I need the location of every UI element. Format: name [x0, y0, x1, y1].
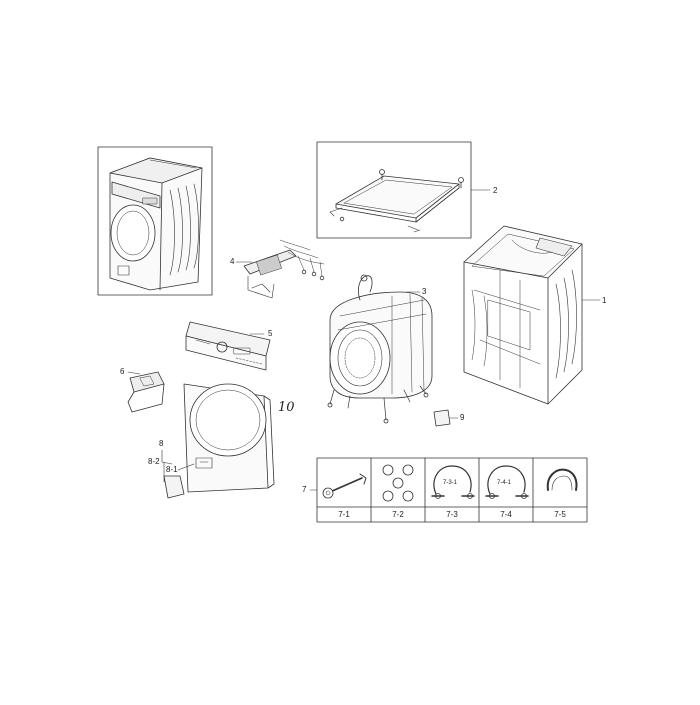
accessory-cell-7-2: 7-2	[392, 510, 404, 519]
callout-8: 8	[159, 439, 164, 448]
inlet-hose-icon-2	[485, 465, 529, 499]
callout-9: 9	[460, 413, 465, 422]
callout-1: 1	[602, 296, 607, 305]
reference-washer-figure	[97, 146, 213, 296]
wrench-icon	[322, 473, 367, 499]
part-9-small-part	[433, 409, 459, 427]
callout-8-2: 8-2	[148, 457, 160, 466]
part-3-tub-assembly	[327, 274, 433, 424]
callout-4: 4	[230, 257, 235, 266]
part-6-detergent-drawer	[127, 371, 165, 413]
callout-2: 2	[493, 186, 498, 195]
accessory-cell-7-1: 7-1	[338, 510, 350, 519]
part-8-filter-cover	[161, 449, 195, 499]
accessory-cell-7-3: 7-3	[446, 510, 458, 519]
callout-3: 3	[422, 287, 427, 296]
callout-8-1: 8-1	[166, 465, 178, 474]
callout-10: 10	[278, 400, 295, 415]
callout-7: 7	[302, 485, 307, 494]
part-4-pcb-wiring	[235, 239, 325, 299]
inlet-hose-icon	[431, 465, 475, 499]
part-10-front-panel	[183, 383, 275, 493]
part-1-cabinet-frame	[463, 225, 601, 405]
part-5-control-panel	[185, 321, 271, 371]
callout-7-3-1: 7-3-1	[443, 480, 458, 486]
accessory-cell-7-5: 7-5	[554, 510, 566, 519]
part-2-top-cover	[316, 141, 491, 239]
callout-6: 6	[120, 367, 125, 376]
callout-5: 5	[268, 329, 273, 338]
bolt-caps-icon	[382, 464, 414, 502]
accessories-table	[309, 457, 588, 523]
accessory-cell-7-4: 7-4	[500, 510, 512, 519]
hose-guide-icon	[546, 468, 578, 491]
callout-7-4-1: 7-4-1	[497, 480, 512, 486]
